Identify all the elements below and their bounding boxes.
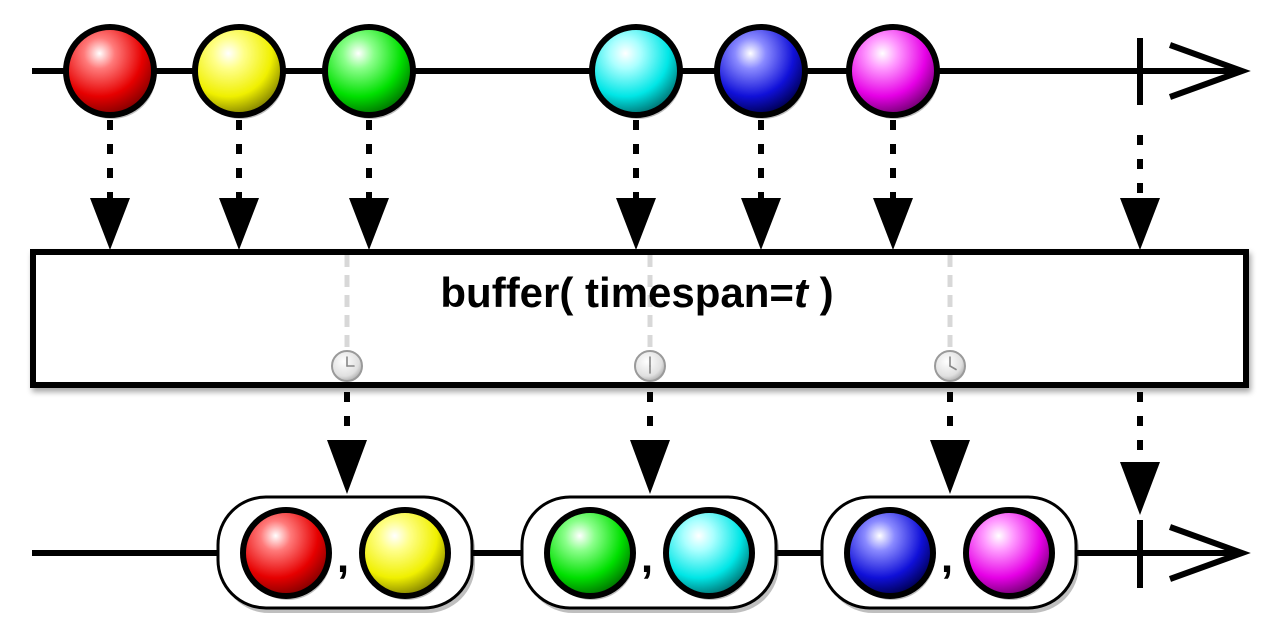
complete-arrow <box>1120 392 1160 515</box>
timer-guides <box>344 255 953 352</box>
input-arrow <box>873 120 913 250</box>
operator-label: buffer( timespan=t ) <box>440 269 833 316</box>
input-marbles <box>63 24 940 119</box>
blue-marble <box>714 24 808 119</box>
output-emission-arrows <box>327 392 1160 515</box>
complete-arrow <box>1120 135 1160 250</box>
buffer-item-marble <box>240 507 332 600</box>
buffer-emission-arrow <box>327 392 367 494</box>
buffer-group: , <box>216 495 475 613</box>
buffer-item-marble <box>359 507 451 600</box>
input-emission-arrows <box>90 120 1160 250</box>
buffer-group: , <box>520 495 779 613</box>
input-arrow <box>741 120 781 250</box>
buffer-item-marble <box>544 507 636 600</box>
green-marble <box>322 24 416 119</box>
cyan-marble <box>589 24 683 119</box>
buffer-item-marble <box>663 507 755 600</box>
clock-icon <box>634 350 666 382</box>
buffer-item-marble <box>844 507 936 600</box>
output-buffers: ,,, <box>216 495 1079 613</box>
input-arrow <box>219 120 259 250</box>
input-arrow <box>616 120 656 250</box>
timer-icons <box>331 350 966 382</box>
buffer-emission-arrow <box>930 392 970 494</box>
buffer-item-marble <box>963 507 1055 600</box>
buffer-separator: , <box>337 533 349 582</box>
clock-icon <box>934 350 966 382</box>
clock-icon <box>331 350 363 382</box>
input-arrow <box>90 120 130 250</box>
red-marble <box>63 24 157 119</box>
buffer-emission-arrow <box>630 392 670 494</box>
buffer-separator: , <box>941 533 953 582</box>
input-arrow <box>349 120 389 250</box>
buffer-group: , <box>820 495 1079 613</box>
buffer-separator: , <box>641 533 653 582</box>
magenta-marble <box>846 24 940 119</box>
yellow-marble <box>192 24 286 119</box>
